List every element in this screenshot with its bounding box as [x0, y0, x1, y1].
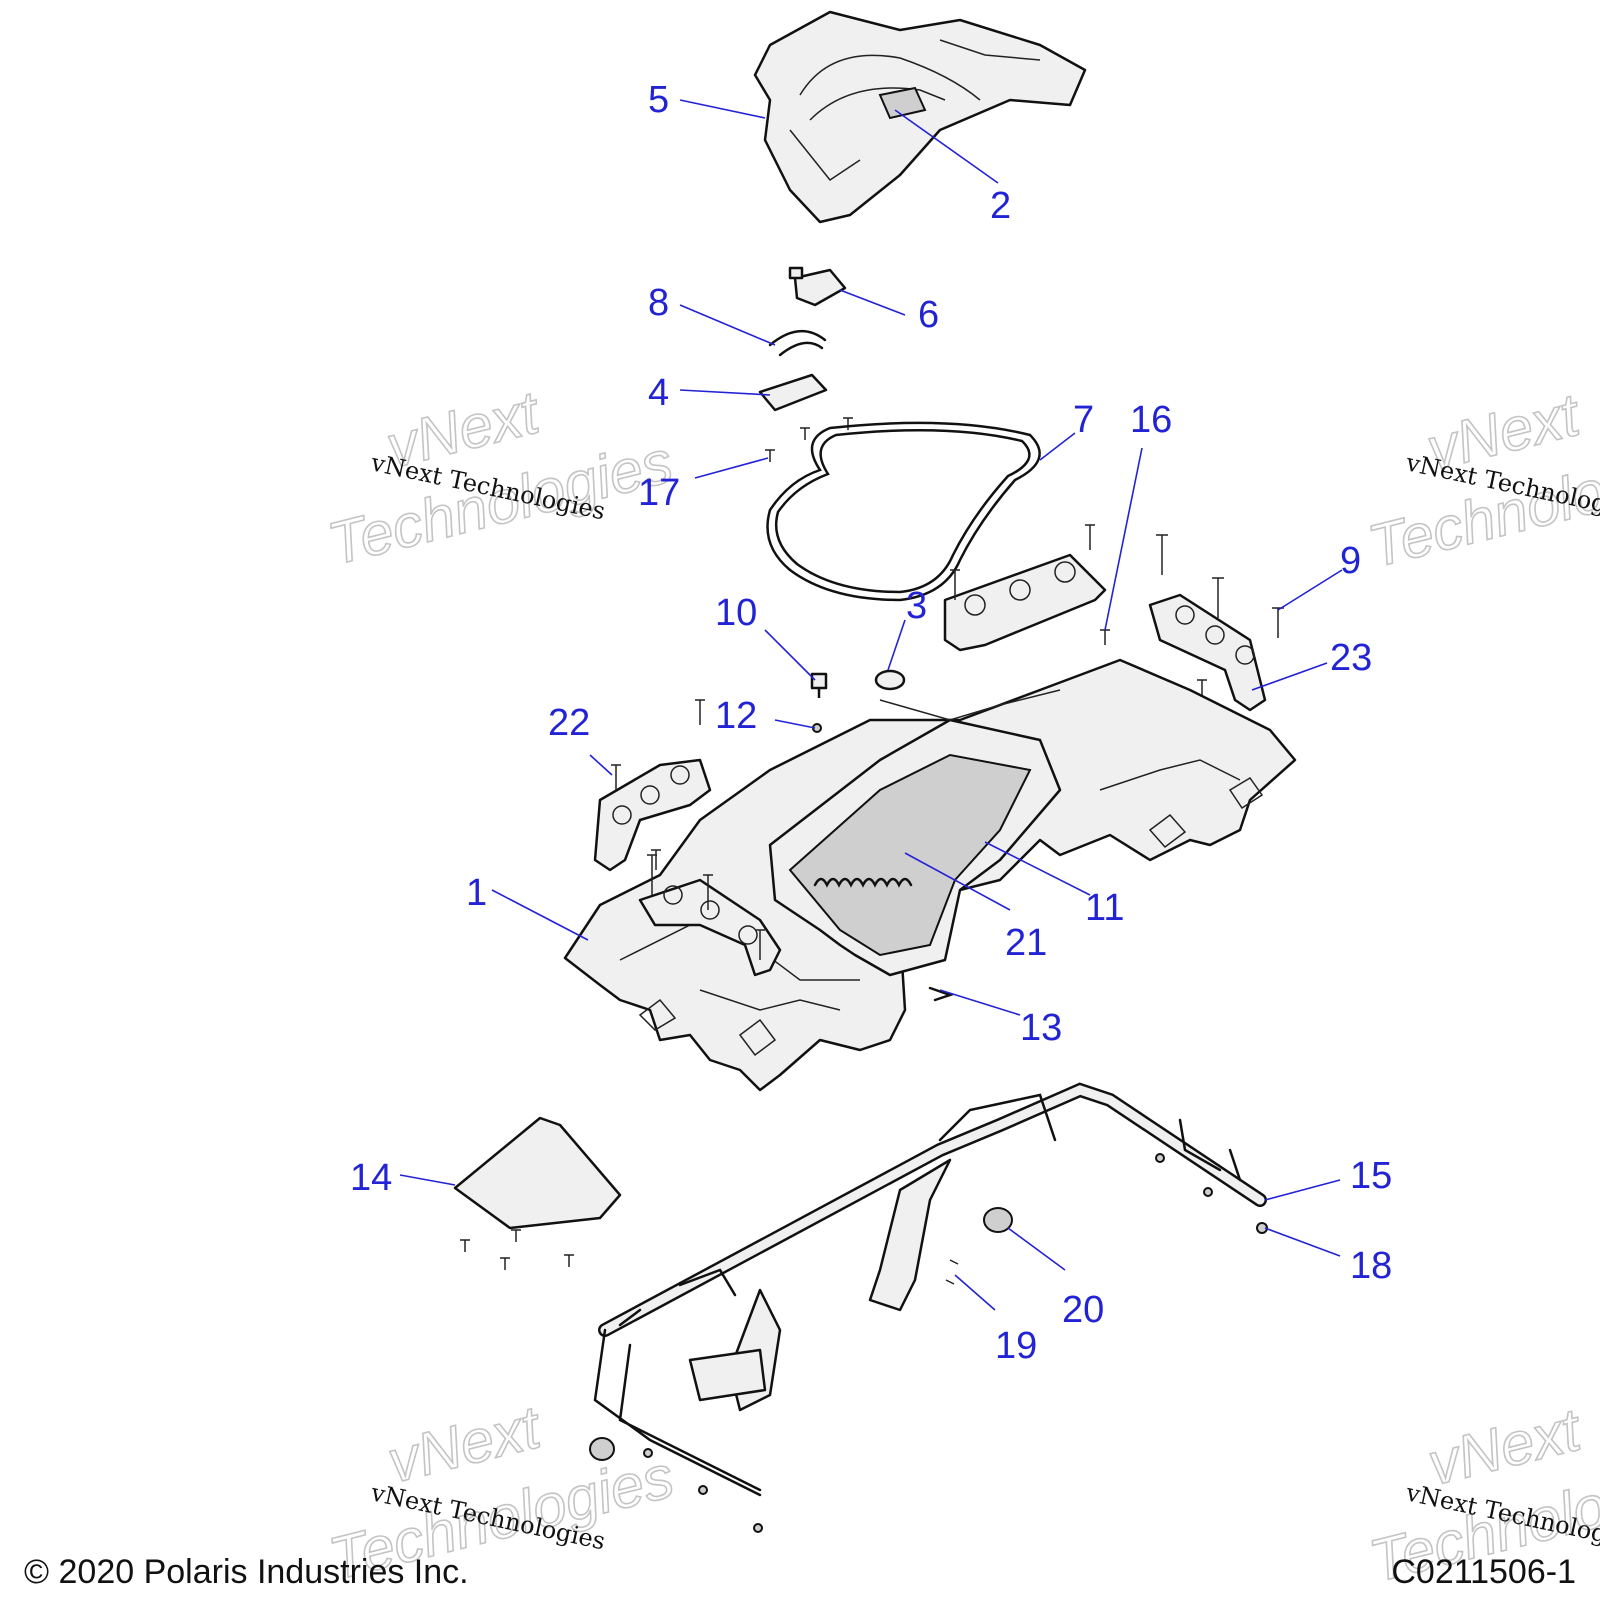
bracket-right — [1100, 534, 1284, 712]
spring-part — [813, 877, 913, 888]
callout-16: 16 — [1130, 399, 1172, 441]
callout-2: 2 — [990, 185, 1011, 227]
screws-top — [765, 417, 853, 462]
leader-lines — [399, 99, 1343, 1311]
callout-9: 9 — [1340, 540, 1361, 582]
bracket-left — [593, 699, 712, 872]
nuts-part — [643, 1153, 1268, 1533]
callout-22: 22 — [548, 702, 590, 744]
frame-tube-part — [593, 1082, 1267, 1497]
callout-3: 3 — [906, 585, 927, 627]
callout-15: 15 — [1350, 1155, 1392, 1197]
callout-17: 17 — [638, 472, 680, 514]
seal-part — [766, 421, 1041, 602]
seal-part-inner — [774, 428, 1031, 594]
callout-4: 4 — [648, 372, 669, 414]
plug-part — [874, 669, 906, 691]
callout-1: 1 — [466, 872, 487, 914]
plate-part — [758, 373, 828, 412]
callout-10: 10 — [715, 592, 757, 634]
bracket-upper-middle — [943, 524, 1107, 652]
skid-plate-part — [453, 1116, 622, 1270]
callout-12: 12 — [715, 695, 757, 737]
bumper-part-lower — [589, 1437, 615, 1461]
callout-14: 14 — [350, 1157, 392, 1199]
callout-7: 7 — [1073, 399, 1094, 441]
main-rack-part — [563, 658, 1297, 1092]
callout-13: 13 — [1020, 1007, 1062, 1049]
callout-21: 21 — [1005, 922, 1047, 964]
copyright-text: © 2020 Polaris Industries Inc. — [24, 1553, 469, 1591]
bolts-part — [945, 1259, 959, 1285]
watermark-top-left: vNext Technologies — [321, 377, 680, 578]
bumper-part — [983, 1207, 1013, 1233]
cover-lid-part — [753, 10, 1087, 224]
callout-18: 18 — [1350, 1245, 1392, 1287]
diagram-code: C0211506-1 — [1391, 1553, 1576, 1591]
callout-6: 6 — [918, 294, 939, 336]
latch-part — [788, 266, 847, 307]
fastener-part — [810, 672, 828, 698]
callout-8: 8 — [648, 282, 669, 324]
callout-labels: 1 2 3 4 5 6 7 8 9 10 11 12 13 14 15 16 1… — [350, 79, 1392, 1367]
callout-19: 19 — [995, 1325, 1037, 1367]
callout-23: 23 — [1330, 637, 1372, 679]
clip-part — [768, 329, 827, 357]
callout-11: 11 — [1085, 887, 1124, 929]
callout-20: 20 — [1062, 1289, 1104, 1331]
callout-5: 5 — [648, 79, 669, 121]
pin-part — [928, 986, 954, 1002]
